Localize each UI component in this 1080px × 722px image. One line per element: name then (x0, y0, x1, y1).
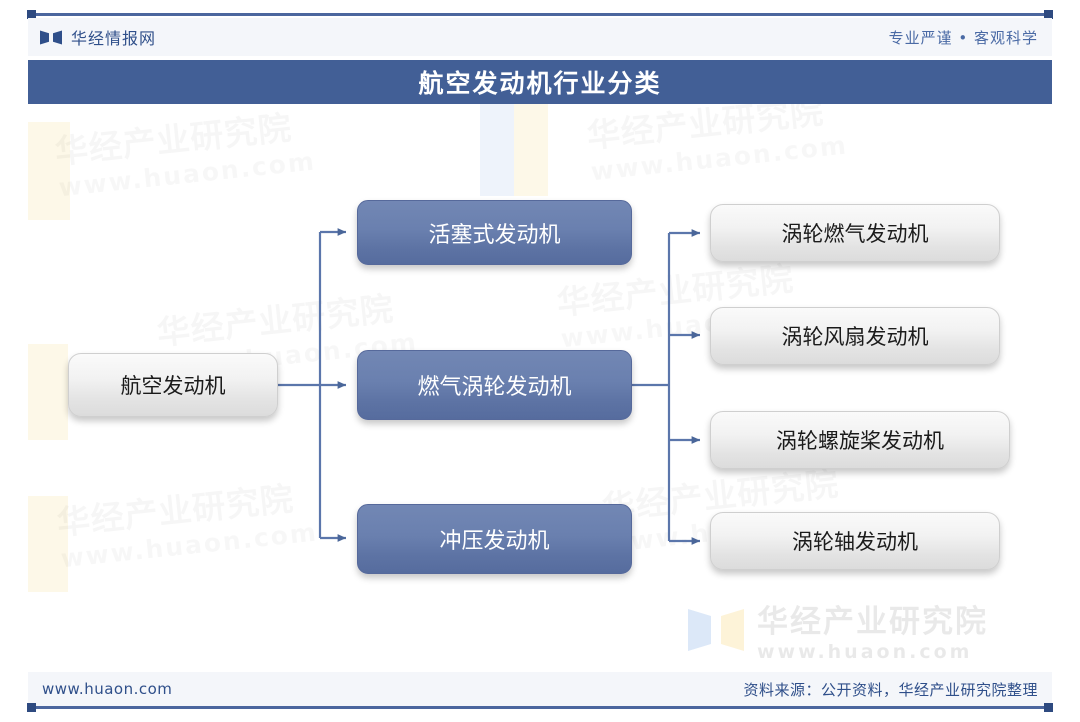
node-label: 涡轮燃气发动机 (781, 222, 929, 246)
bottom-rule (27, 703, 1053, 712)
footer-site-url[interactable]: www.huaon.com (42, 680, 173, 698)
node-label: 涡轮螺旋桨发动机 (776, 429, 944, 453)
connector-lines (277, 228, 701, 545)
brand-slogan: 专业严谨 • 客观科学 (888, 28, 1038, 47)
top-rule-cap-right (1044, 10, 1053, 19)
node-turboshaft-engine[interactable]: 涡轮轴发动机 (710, 512, 1000, 570)
footer-source: 资料来源：公开资料，华经产业研究院整理 (743, 680, 1038, 699)
node-turboprop-engine[interactable]: 涡轮螺旋桨发动机 (710, 411, 1010, 469)
node-root-aero-engine[interactable]: 航空发动机 (68, 353, 278, 417)
node-label: 涡轮轴发动机 (792, 530, 918, 554)
node-piston-engine[interactable]: 活塞式发动机 (357, 200, 632, 265)
brand: 华经情报网 (40, 25, 156, 49)
top-rule-cap-left (27, 10, 36, 19)
node-turbojet-engine[interactable]: 涡轮燃气发动机 (710, 204, 1000, 262)
header-bar: 华经情报网 专业严谨 • 客观科学 (28, 18, 1052, 56)
node-turbofan-engine[interactable]: 涡轮风扇发动机 (710, 307, 1000, 365)
page-title: 航空发动机行业分类 (418, 69, 662, 98)
node-label: 航空发动机 (120, 374, 226, 398)
node-label: 冲压发动机 (439, 529, 550, 554)
bottom-rule-cap-left (27, 703, 36, 712)
brand-name: 华经情报网 (71, 29, 157, 48)
title-banner: 航空发动机行业分类 (28, 60, 1052, 104)
diagram-canvas: 华经产业研究院 www.huaon.com 华经产业研究院 www.huaon.… (28, 104, 1052, 670)
node-label: 活塞式发动机 (428, 222, 561, 248)
node-ramjet-engine[interactable]: 冲压发动机 (357, 504, 632, 574)
bottom-rule-cap-right (1044, 703, 1053, 712)
node-label: 燃气涡轮发动机 (417, 375, 572, 400)
top-rule (27, 10, 1053, 19)
node-gas-turbine-engine[interactable]: 燃气涡轮发动机 (357, 350, 632, 420)
footer-bar: www.huaon.com 资料来源：公开资料，华经产业研究院整理 (28, 672, 1052, 706)
huaon-book-logo-icon (40, 30, 62, 44)
node-label: 涡轮风扇发动机 (781, 325, 929, 349)
